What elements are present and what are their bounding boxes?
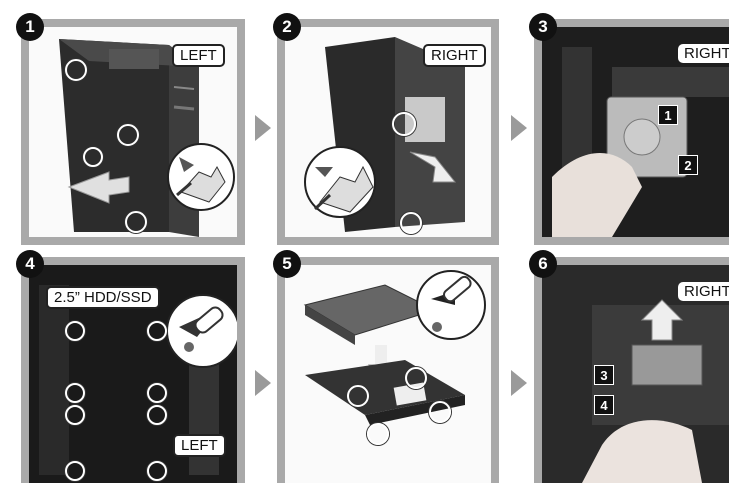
screw-marker — [392, 112, 416, 136]
next-step-arrow — [511, 370, 527, 396]
side-label: RIGHT — [678, 44, 729, 63]
marker-badge: 2 — [678, 155, 698, 175]
drive-type-label: 2.5” HDD/SSD — [46, 286, 160, 309]
side-label: RIGHT — [678, 282, 729, 301]
side-label: LEFT — [173, 434, 226, 457]
screw-marker — [65, 461, 85, 481]
side-label: RIGHT — [423, 44, 486, 67]
marker-badge: 4 — [594, 395, 614, 415]
step-panel-5 — [277, 257, 499, 483]
next-step-arrow — [255, 115, 271, 141]
screw-marker — [65, 321, 85, 341]
marker-badge: 1 — [658, 105, 678, 125]
screw-marker — [147, 383, 167, 403]
step-number-badge: 5 — [273, 250, 301, 278]
step-panel-3: 1 2 RIGHT — [534, 19, 729, 245]
step-number-badge: 2 — [273, 13, 301, 41]
screw-marker — [147, 405, 167, 425]
step-number-badge: 3 — [529, 13, 557, 41]
step-panel-4: 2.5” HDD/SSD LEFT — [21, 257, 245, 483]
side-label: LEFT — [172, 44, 225, 67]
screw-marker — [347, 385, 369, 407]
screw-marker — [400, 212, 422, 234]
step-panel-2: RIGHT — [277, 19, 499, 245]
screw-marker — [405, 367, 427, 389]
screw-marker — [147, 461, 167, 481]
screw-marker — [125, 211, 147, 233]
step-panel-6: 3 4 RIGHT — [534, 257, 729, 483]
marker-badge: 3 — [594, 365, 614, 385]
screw-marker — [117, 124, 139, 146]
screw-marker — [367, 423, 389, 445]
step-number-badge: 1 — [16, 13, 44, 41]
hdd-tray-illustration — [285, 265, 491, 483]
step-panel-1: LEFT — [21, 19, 245, 245]
next-step-arrow — [255, 370, 271, 396]
screw-marker — [147, 321, 167, 341]
screw-marker — [65, 383, 85, 403]
step-number-badge: 4 — [16, 250, 44, 278]
screw-marker — [65, 59, 87, 81]
screw-marker — [65, 405, 85, 425]
screw-marker — [429, 401, 451, 423]
next-step-arrow — [511, 115, 527, 141]
step-number-badge: 6 — [529, 250, 557, 278]
screw-marker — [83, 147, 103, 167]
